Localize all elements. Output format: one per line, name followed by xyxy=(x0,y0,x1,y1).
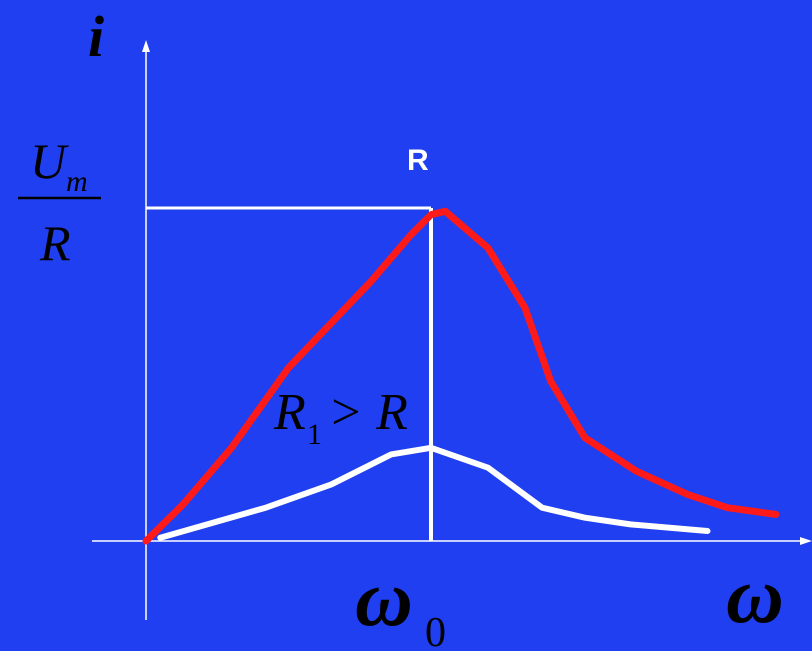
curve-r-label: R xyxy=(407,144,429,177)
y-axis-arrow xyxy=(142,40,150,52)
x-axis-label: ω xyxy=(726,552,784,640)
curve-r1-label-rest: > R xyxy=(328,384,408,441)
omega0-subscript: 0 xyxy=(425,610,446,651)
curve-r1 xyxy=(157,444,711,541)
fraction-numerator: U xyxy=(30,133,69,189)
y-axis-label: i xyxy=(88,4,104,69)
x-axis-arrow xyxy=(800,537,812,545)
fraction-numerator-subscript: m xyxy=(66,165,88,198)
curve-r1-label-subscript: 1 xyxy=(307,418,322,451)
curve-r1-label: R xyxy=(273,384,306,441)
fraction-denominator: R xyxy=(39,215,71,271)
omega0-label: ω xyxy=(355,555,413,643)
curve-r xyxy=(142,207,780,545)
